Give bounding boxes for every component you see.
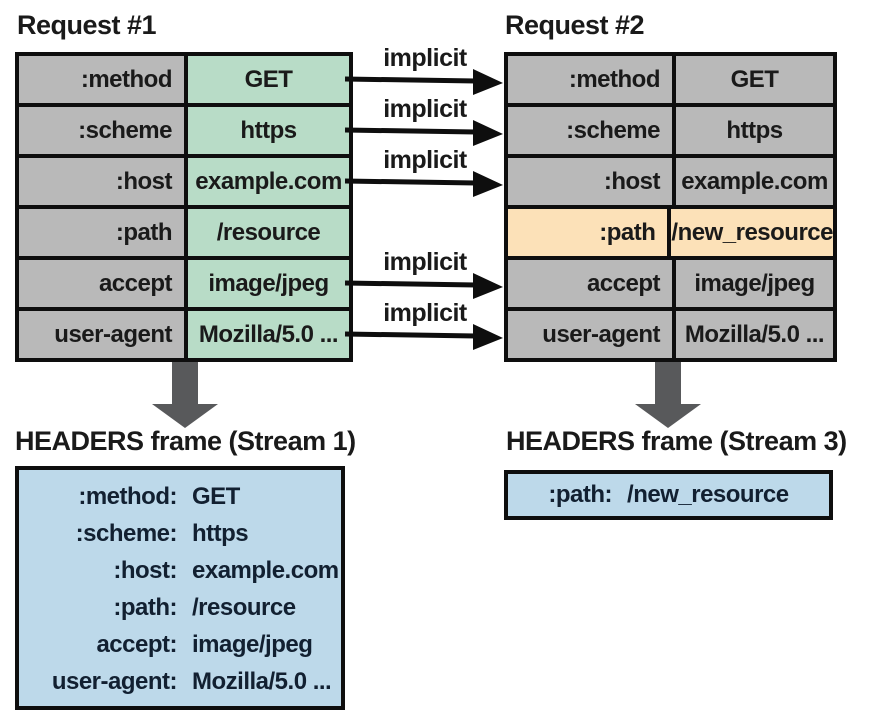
table-row: user-agent Mozilla/5.0 ... <box>508 311 833 358</box>
frame-entry-value: /resource <box>192 593 296 621</box>
frame-entry: :path: /new_resource <box>548 481 789 509</box>
header-value-cell: https <box>676 107 833 154</box>
header-value-cell: image/jpeg <box>676 260 833 307</box>
frame-entry: :host: example.com <box>19 552 341 589</box>
header-value-cell: /resource <box>188 209 349 256</box>
frame2-title: HEADERS frame (Stream 3) <box>506 426 847 456</box>
frame-entry-label: :path: <box>548 481 613 508</box>
table-row: accept image/jpeg <box>19 260 349 311</box>
header-name-cell: :scheme <box>508 107 676 154</box>
frame-entry-value: Mozilla/5.0 ... <box>192 667 332 695</box>
table-row: :host example.com <box>19 158 349 209</box>
frame-entry-value: image/jpeg <box>192 630 313 658</box>
implicit-arrow <box>345 273 503 299</box>
frame-entry-label: user-agent: <box>51 667 178 695</box>
headers-frame-stream3-box: :path: /new_resource <box>504 470 833 520</box>
header-name-cell: :method <box>19 56 188 103</box>
header-value-cell: example.com <box>676 158 833 205</box>
frame-entry-value: /new_resource <box>627 481 789 508</box>
down-arrow-icon <box>152 362 218 428</box>
header-name-cell: user-agent <box>508 311 676 358</box>
header-name-cell: accept <box>508 260 676 307</box>
request1-table: :method GET :scheme https :host example.… <box>15 52 353 362</box>
request2-table: :method GET :scheme https :host example.… <box>504 52 837 362</box>
header-value-cell: /new_resource <box>671 209 833 256</box>
header-name-cell: :method <box>508 56 676 103</box>
header-value-cell: GET <box>676 56 833 103</box>
implicit-label: implicit <box>383 146 467 174</box>
table-row: :host example.com <box>508 158 833 209</box>
frame-entry-value: GET <box>192 482 240 510</box>
implicit-label: implicit <box>383 299 467 327</box>
header-name-cell: :path <box>19 209 188 256</box>
headers-frame-stream1-box: :method: GET :scheme: https :host: examp… <box>15 466 345 710</box>
implicit-arrow <box>345 69 503 95</box>
header-name-cell: :path <box>508 209 672 256</box>
frame-entry-label: :method: <box>78 482 177 510</box>
frame-entry-value: example.com <box>192 556 339 584</box>
frame-entry-label: :host: <box>113 556 177 584</box>
frame-entry: :method: GET <box>19 478 341 515</box>
header-value-cell: Mozilla/5.0 ... <box>676 311 833 358</box>
frame-entry-value: https <box>192 519 249 547</box>
implicit-label: implicit <box>383 44 467 72</box>
table-row: :method GET <box>508 56 833 107</box>
table-row: :scheme https <box>508 107 833 158</box>
header-name-cell: :host <box>19 158 188 205</box>
frame-entry: :path: /resource <box>19 589 341 626</box>
header-name-cell: :scheme <box>19 107 188 154</box>
implicit-arrow <box>345 324 503 350</box>
frame-entry: accept: image/jpeg <box>19 626 341 663</box>
table-row: :method GET <box>19 56 349 107</box>
header-value-cell: Mozilla/5.0 ... <box>188 311 349 358</box>
frame-entry-label: accept: <box>96 630 177 658</box>
header-name-cell: :host <box>508 158 676 205</box>
table-row: :path /resource <box>19 209 349 260</box>
table-row: :scheme https <box>19 107 349 158</box>
implicit-arrow <box>345 171 503 197</box>
implicit-label: implicit <box>383 248 467 276</box>
implicit-arrow <box>345 120 503 146</box>
header-value-cell: https <box>188 107 349 154</box>
request2-title: Request #2 <box>505 10 645 40</box>
down-arrow-icon <box>635 362 701 428</box>
implicit-label: implicit <box>383 95 467 123</box>
frame-entry: :scheme: https <box>19 515 341 552</box>
implicit-arrows <box>345 69 503 350</box>
frame1-title: HEADERS frame (Stream 1) <box>15 426 356 456</box>
frame-entry: user-agent: Mozilla/5.0 ... <box>19 663 341 700</box>
table-row-highlighted: :path /new_resource <box>508 209 833 260</box>
header-value-cell: GET <box>188 56 349 103</box>
table-row: user-agent Mozilla/5.0 ... <box>19 311 349 358</box>
header-name-cell: accept <box>19 260 188 307</box>
table-row: accept image/jpeg <box>508 260 833 311</box>
frame-entry-label: :path: <box>113 593 177 621</box>
header-value-cell: image/jpeg <box>188 260 349 307</box>
request1-title: Request #1 <box>17 10 157 40</box>
frame-entry-label: :scheme: <box>75 519 178 547</box>
header-name-cell: user-agent <box>19 311 188 358</box>
header-value-cell: example.com <box>188 158 349 205</box>
